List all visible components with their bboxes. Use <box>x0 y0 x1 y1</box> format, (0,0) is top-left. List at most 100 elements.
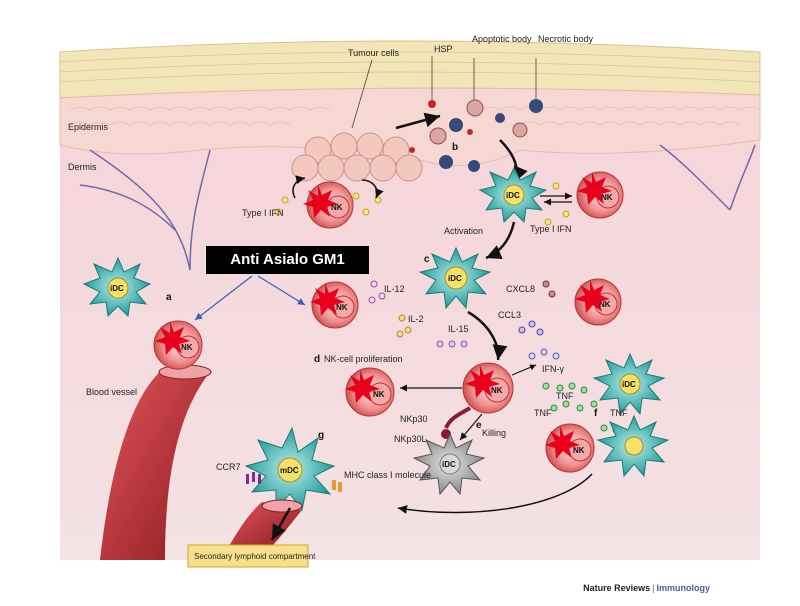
nkp30l-label: NKp30L <box>394 434 427 444</box>
nerve-fibres <box>79 144 756 271</box>
cxcl8-dots <box>542 280 556 298</box>
idc-label: iDC <box>110 284 124 293</box>
activation-burst <box>465 365 500 398</box>
nkp30-label: NKp30 <box>400 414 428 424</box>
panel-letter-e: e <box>476 420 482 431</box>
lymphatic-vessel <box>228 502 302 548</box>
ifn-left-arrow <box>292 175 306 199</box>
tumour-cells-label: Tumour cells <box>348 48 400 58</box>
return-arrow <box>397 473 593 514</box>
idc-label: iDC <box>442 460 456 469</box>
type1-ifn-right-label: Type I IFN <box>530 224 572 234</box>
idc-cell-center: iDC <box>418 246 492 310</box>
activation-label: Activation <box>444 226 483 236</box>
tumour-pointer <box>351 59 373 129</box>
idc-label: iDC <box>506 191 520 200</box>
il15-dots <box>436 340 468 348</box>
activation-burst <box>577 172 612 205</box>
journal-name: Immunology <box>656 583 711 593</box>
il2-label: IL-2 <box>408 314 424 324</box>
idc-cell-left: iDC <box>82 256 152 318</box>
hsp-dots <box>409 100 473 153</box>
ifn-gamma-dots <box>528 348 560 360</box>
activation-burst <box>575 280 610 313</box>
epidermis-label: Epidermis <box>68 122 109 132</box>
killing-arrow <box>459 413 483 441</box>
nkp30-receptor <box>444 406 472 429</box>
killing-label: Killing <box>482 428 506 438</box>
activation-burst <box>345 370 380 403</box>
ifn-gamma-arrow <box>511 364 537 376</box>
ccl3-dots <box>518 320 544 336</box>
idc-cell-killed: iDC <box>412 432 486 496</box>
nk-cell-right: NK <box>574 278 622 326</box>
blood-vessel <box>100 372 210 560</box>
nk-proliferation-label: NK-cell proliferation <box>324 354 403 364</box>
ifn-right-arrow <box>361 179 384 199</box>
nk-label: NK <box>181 343 193 352</box>
ccr7-receptor <box>246 472 261 484</box>
apoptotic-bodies <box>429 99 528 145</box>
stratum-lines <box>59 51 761 83</box>
idc-to-c-arrow <box>485 221 516 260</box>
nk-label: NK <box>491 386 503 395</box>
secondary-label: Secondary lymphoid compartment <box>194 552 316 561</box>
nk-cell-proliferation: NK <box>345 367 395 417</box>
panel-letter-g: g <box>318 430 324 441</box>
tumour-cell-cluster <box>291 132 423 182</box>
tnf-dots <box>542 382 598 412</box>
lymph-opening <box>261 499 303 513</box>
nk-label: NK <box>336 303 348 312</box>
nk-cell-top: NK <box>303 181 354 229</box>
panel-letter-b: b <box>452 142 458 153</box>
activation-burst <box>545 426 580 459</box>
nk-label: NK <box>331 203 343 212</box>
nk-cell-middle: NK <box>310 281 359 329</box>
ccr7-label: CCR7 <box>216 462 241 472</box>
panel-letter-a: a <box>166 292 172 303</box>
c-to-d-arrow <box>467 310 508 361</box>
nk-cell-lower: NK <box>545 423 595 473</box>
mdc-cell: mDC <box>244 426 336 512</box>
epidermis-cells <box>69 106 761 126</box>
publisher-name: Nature Reviews <box>583 583 651 593</box>
activation-burst <box>310 283 345 316</box>
figure-credit: Nature Reviews|Immunology <box>583 583 710 593</box>
secondary-lymphoid-box <box>187 544 309 568</box>
nk-cell-hub: NK <box>462 362 514 414</box>
tnf3-label: TNF <box>610 408 628 418</box>
activation-burst <box>155 322 190 355</box>
idc-cell-right: iDC <box>592 352 666 416</box>
blood-vessel-label-text: Blood vessel <box>86 387 137 397</box>
apoptotic-body-label: Apoptotic body <box>472 34 532 44</box>
il15-label: IL-15 <box>448 324 469 334</box>
tumour-to-bodies-arrow <box>395 112 441 130</box>
il12-label: IL-12 <box>384 284 405 294</box>
hsp-label: HSP <box>434 44 453 54</box>
mhc-molecule <box>332 480 342 492</box>
ifn-gamma-label: IFN-γ <box>542 364 564 374</box>
idc-label: iDC <box>622 380 636 389</box>
tnf1-label: TNF <box>556 391 574 401</box>
nk-label: NK <box>601 193 613 202</box>
ifn-dots-right <box>544 182 570 226</box>
nk-cell-vessel: NK <box>153 320 203 370</box>
panel-letter-c: c <box>424 254 430 265</box>
necrotic-body-label: Necrotic body <box>538 34 594 44</box>
nk-label: NK <box>599 300 611 309</box>
credit-separator: | <box>652 583 655 593</box>
mhc-label: MHC class I molecule <box>344 470 431 480</box>
idc-label: iDC <box>448 274 462 283</box>
dermis-label: Dermis <box>68 162 97 172</box>
il2-dots <box>396 314 412 338</box>
activation-burst <box>303 185 338 218</box>
idc-cell-lower-right <box>596 414 670 478</box>
necrotic-bodies <box>439 99 543 172</box>
panel-letter-d: d <box>314 354 320 365</box>
callout-arrow-left <box>194 275 253 321</box>
blood-vessel-label: Blood vessel <box>86 387 137 397</box>
nk-label: NK <box>373 390 385 399</box>
anti-asialo-callout: Anti Asialo GM1 <box>206 246 369 274</box>
